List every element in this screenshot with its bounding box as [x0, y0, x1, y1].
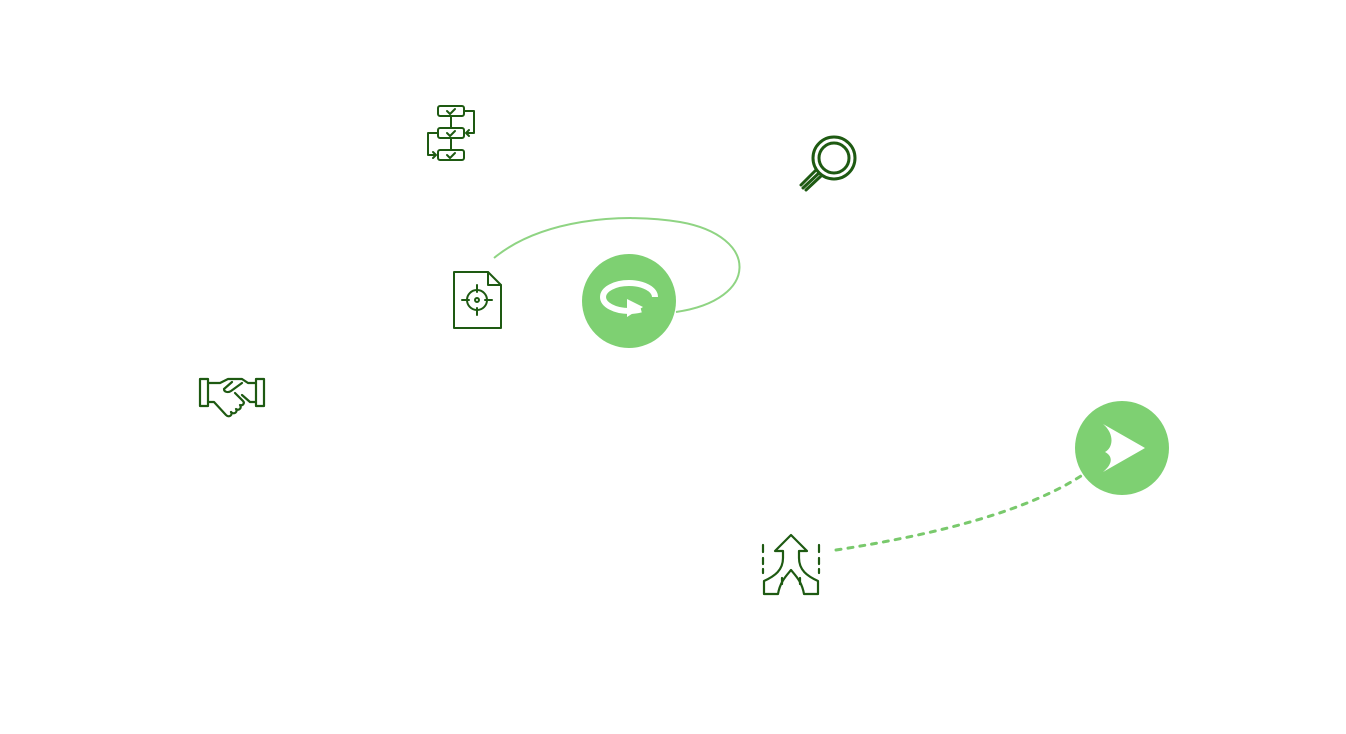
loop-connector: [493, 217, 741, 313]
rotate-arrow-icon: [600, 280, 658, 317]
merge-arrows-up-icon: [758, 532, 824, 598]
play-arrow-icon: [1103, 424, 1145, 472]
rotate-button[interactable]: [582, 254, 676, 348]
target-document-icon: [452, 270, 504, 330]
process-flowchart-icon: [422, 102, 480, 166]
dashed-connector: [834, 472, 1086, 552]
handshake-icon: [198, 374, 266, 420]
play-button[interactable]: [1075, 401, 1169, 495]
magnifier-icon: [796, 132, 860, 194]
